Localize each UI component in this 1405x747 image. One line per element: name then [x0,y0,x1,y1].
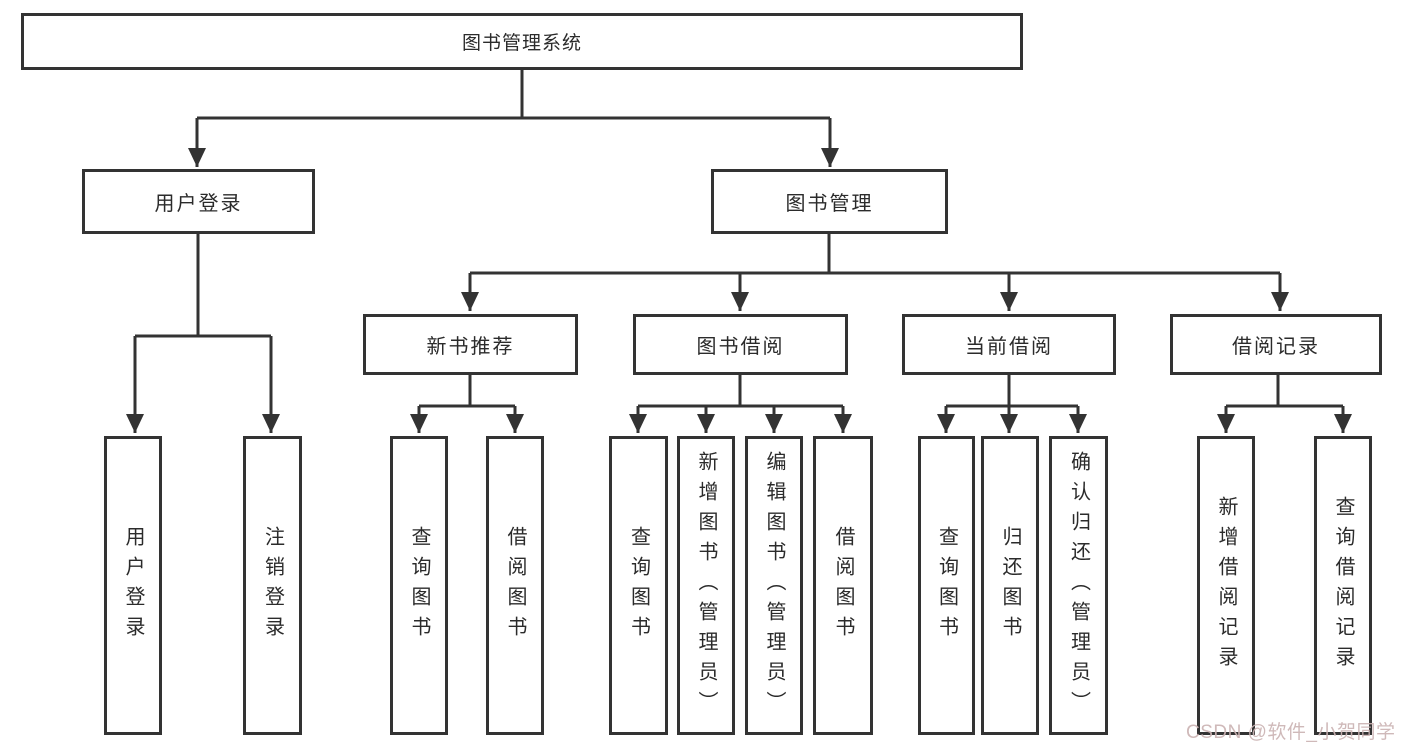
leaf-label: 查询图书 [935,525,958,646]
leaf-confirm-return-admin: 确认归还（管理员） [1049,436,1108,735]
leaf-label: 新增借阅记录 [1215,495,1237,676]
node-label: 新书推荐 [426,336,515,358]
node-current-borrow: 当前借阅 [902,314,1116,375]
node-library-management-system: 图书管理系统 [21,13,1023,70]
leaf-add-books-admin: 新增图书（管理员） [677,436,735,735]
leaf-query-books-recommend: 查询图书 [390,436,448,735]
node-label: 图书管理系统 [461,33,582,54]
node-borrow-record: 借阅记录 [1170,314,1382,375]
leaf-label: 注销登录 [261,525,284,646]
node-book-management: 图书管理 [711,169,948,234]
leaf-borrow-books-recommend: 借阅图书 [486,436,544,735]
node-label: 图书管理 [785,193,874,215]
leaf-label: 用户登录 [122,525,144,646]
leaf-label: 借阅图书 [832,525,854,646]
node-label: 借阅记录 [1232,336,1320,358]
leaf-label: 查询图书 [408,525,430,646]
leaf-query-books-current: 查询图书 [918,436,975,735]
leaf-add-borrow-record: 新增借阅记录 [1197,436,1255,735]
leaf-label: 归还图书 [999,525,1021,646]
leaf-label: 编辑图书（管理员） [763,450,785,721]
node-label: 用户登录 [154,193,243,215]
leaf-return-books: 归还图书 [981,436,1039,735]
leaf-query-books-borrow: 查询图书 [609,436,668,735]
leaf-logout-login: 注销登录 [243,436,302,735]
leaf-label: 新增图书（管理员） [695,450,717,721]
node-label: 当前借阅 [965,336,1053,358]
leaf-label: 借阅图书 [504,525,526,646]
leaf-label: 确认归还（管理员） [1067,450,1090,721]
node-book-borrow: 图书借阅 [633,314,848,375]
node-new-book-recommend: 新书推荐 [363,314,578,375]
leaf-query-borrow-record: 查询借阅记录 [1314,436,1372,735]
csdn-watermark: CSDN @软件_小贺同学 [1186,722,1396,743]
leaf-label: 查询图书 [627,525,650,646]
node-label: 图书借阅 [696,336,785,358]
leaf-borrow-books: 借阅图书 [813,436,873,735]
leaf-label: 查询借阅记录 [1332,495,1354,676]
leaf-edit-books-admin: 编辑图书（管理员） [745,436,803,735]
leaf-user-login: 用户登录 [104,436,162,735]
node-user-login: 用户登录 [82,169,315,234]
